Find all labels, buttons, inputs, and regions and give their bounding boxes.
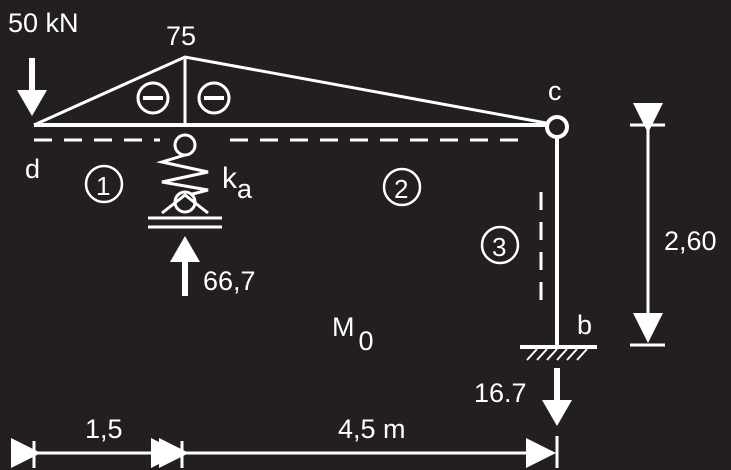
member-circle-1 [84,164,124,204]
spring-reaction-label: 66,7 [203,266,256,296]
member-circle-2 [382,167,422,207]
spring-coil [156,153,209,198]
load-label: 50 kN [8,8,79,38]
node-label-b: b [577,310,592,340]
member-label-3: 3 [492,232,506,262]
node-label-d: d [25,154,40,184]
sign-circle-2 [197,81,231,115]
spring-base [148,193,222,229]
spring-top-pin [173,133,197,157]
fixed-support-hatch [526,348,588,361]
dim-right-label: 4,5 m [338,414,406,444]
dim-left-label: 1,5 [85,414,123,444]
member-label-2: 2 [394,174,408,204]
member-circle-3 [480,225,520,265]
dim-height-label: 2,60 [664,226,717,256]
sign-circle-1 [136,81,170,115]
b-reaction-arrowhead [542,400,572,426]
load-arrowhead [17,90,47,116]
spring-reaction-arrowhead [170,236,200,262]
hinge-c [545,115,569,139]
moment-diagram [33,55,558,127]
moment-peak-label: 75 [166,21,196,51]
b-reaction-label: 16.7 [474,378,527,408]
spring-label: ka [222,162,253,204]
node-label-c: c [548,76,562,106]
member-label-1: 1 [96,171,110,201]
